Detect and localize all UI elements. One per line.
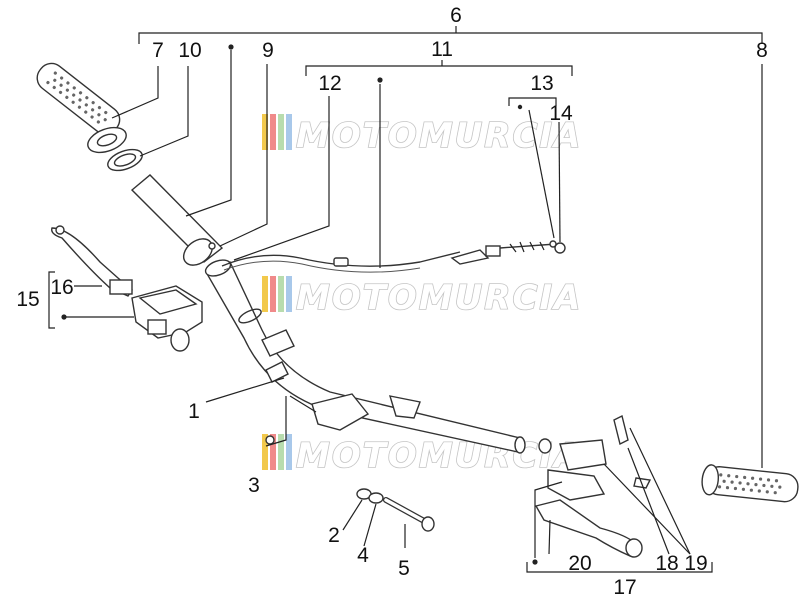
left-grip-part bbox=[36, 62, 127, 154]
callout-2: 2 bbox=[328, 524, 340, 547]
watermark-top: MOTOMURCIA bbox=[262, 114, 582, 157]
watermark-bottom: MOTOMURCIA bbox=[262, 434, 582, 477]
callout-17: 17 bbox=[613, 576, 636, 599]
callout-13: 13 bbox=[530, 72, 553, 95]
callout-11: 11 bbox=[431, 38, 453, 61]
callout-14: 14 bbox=[549, 102, 573, 125]
washer-part bbox=[107, 148, 143, 172]
screw-part bbox=[383, 497, 435, 532]
watermark-text-bottom: MOTOMURCIA bbox=[296, 436, 582, 476]
callout-6: 6 bbox=[450, 4, 462, 27]
watermark-text-top: MOTOMURCIA bbox=[296, 116, 582, 156]
callout-20: 20 bbox=[568, 552, 591, 575]
callout-9: 9 bbox=[262, 39, 274, 62]
left-brake-lever-part bbox=[51, 225, 133, 297]
handlebar-part bbox=[204, 259, 552, 454]
callout-10: 10 bbox=[178, 39, 201, 62]
leader-lines bbox=[61, 44, 763, 565]
callout-7: 7 bbox=[152, 39, 164, 62]
watermark-text-middle: MOTOMURCIA bbox=[296, 278, 582, 318]
washer-small-part bbox=[356, 488, 384, 504]
callout-5: 5 bbox=[398, 557, 410, 580]
callout-18: 18 bbox=[655, 552, 678, 575]
bracket-17 bbox=[526, 562, 713, 573]
watermark-middle: MOTOMURCIA bbox=[262, 276, 582, 319]
callout-16: 16 bbox=[50, 276, 73, 299]
callout-12: 12 bbox=[318, 72, 341, 95]
throttle-cable-part bbox=[221, 104, 566, 273]
bracket-6 bbox=[138, 26, 763, 44]
right-grip-part bbox=[701, 464, 799, 503]
bracket-15 bbox=[48, 271, 55, 329]
throttle-tube-part bbox=[130, 174, 224, 266]
callout-8: 8 bbox=[756, 39, 768, 62]
callout-3: 3 bbox=[248, 474, 260, 497]
callout-4: 4 bbox=[357, 544, 369, 567]
bracket-11 bbox=[305, 60, 573, 76]
master-cylinder-part bbox=[131, 285, 203, 352]
callout-19: 19 bbox=[684, 552, 707, 575]
callout-1: 1 bbox=[188, 400, 200, 423]
bracket-13 bbox=[508, 97, 557, 106]
callout-15: 15 bbox=[16, 288, 39, 311]
right-brake-lever-part bbox=[534, 414, 652, 558]
